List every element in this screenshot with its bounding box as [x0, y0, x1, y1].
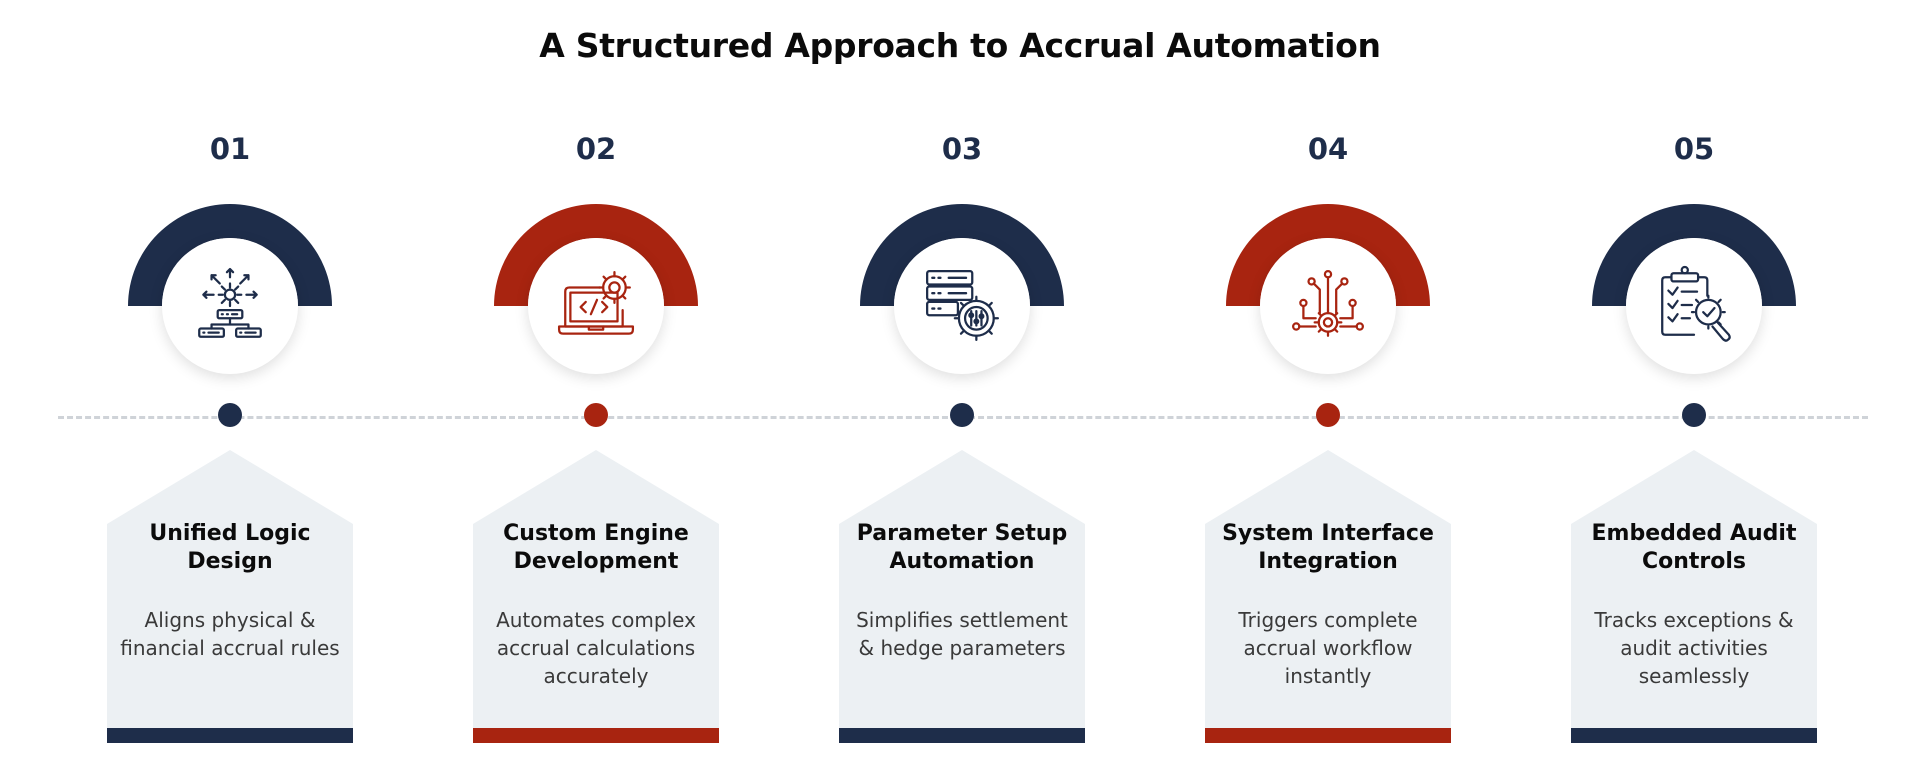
- timeline-dot: [1316, 403, 1340, 427]
- step-number: 05: [1673, 132, 1715, 166]
- card-accent-bar: [473, 728, 719, 743]
- half-ring-arc: [860, 204, 1064, 306]
- step-3: 03 Parameter Setup Automation Simplifies…: [812, 0, 1112, 783]
- step-1: 01 Unified Logic Design Aligns physical …: [80, 0, 380, 783]
- step-number: 01: [209, 132, 251, 166]
- step-2: 02 Custom Engine Development Automates c…: [446, 0, 746, 783]
- step-description: Triggers complete accrual workflow insta…: [1238, 608, 1418, 688]
- card-accent-bar: [839, 728, 1085, 743]
- step-description: Tracks exceptions & audit activities sea…: [1594, 608, 1794, 688]
- icon-badge: [1626, 238, 1762, 374]
- step-number: 03: [941, 132, 983, 166]
- step-title: Unified Logic Design: [149, 521, 311, 574]
- step-number: 04: [1307, 132, 1349, 166]
- step-description: Aligns physical & financial accrual rule…: [120, 608, 340, 660]
- clipboard-audit-icon: [1661, 265, 1731, 342]
- half-ring-arc: [1226, 204, 1430, 306]
- step-4: 04 System Interface Integration Triggers…: [1178, 0, 1478, 783]
- half-ring-arc: [128, 204, 332, 306]
- step-description: Automates complex accrual calculations a…: [496, 608, 696, 688]
- server-settings-icon: [926, 270, 1000, 341]
- logic-network-icon: [198, 267, 262, 338]
- card-accent-bar: [107, 728, 353, 743]
- step-title: Custom Engine Development: [503, 521, 689, 574]
- step-title: System Interface Integration: [1222, 521, 1434, 574]
- step-card: [839, 450, 1085, 728]
- icon-badge: [1260, 238, 1396, 374]
- icon-badge: [894, 238, 1030, 374]
- half-ring-arc: [1592, 204, 1796, 306]
- timeline-dot: [1682, 403, 1706, 427]
- step-title: Embedded Audit Controls: [1591, 521, 1797, 574]
- step-5: 05 Embedded Audit Controls Tracks except…: [1544, 0, 1844, 783]
- circuit-gear-icon: [1292, 270, 1364, 337]
- timeline-dot: [950, 403, 974, 427]
- half-ring-arc: [494, 204, 698, 306]
- step-title: Parameter Setup Automation: [856, 521, 1068, 574]
- card-accent-bar: [1205, 728, 1451, 743]
- step-number: 02: [575, 132, 617, 166]
- step-description: Simplifies settlement & hedge parameters: [856, 608, 1068, 660]
- step-card: [107, 450, 353, 728]
- card-accent-bar: [1571, 728, 1817, 743]
- laptop-code-gear-icon: [557, 271, 635, 335]
- timeline-dot: [584, 403, 608, 427]
- icon-badge: [162, 238, 298, 374]
- timeline-dot: [218, 403, 242, 427]
- page-title: A Structured Approach to Accrual Automat…: [539, 26, 1381, 65]
- icon-badge: [528, 238, 664, 374]
